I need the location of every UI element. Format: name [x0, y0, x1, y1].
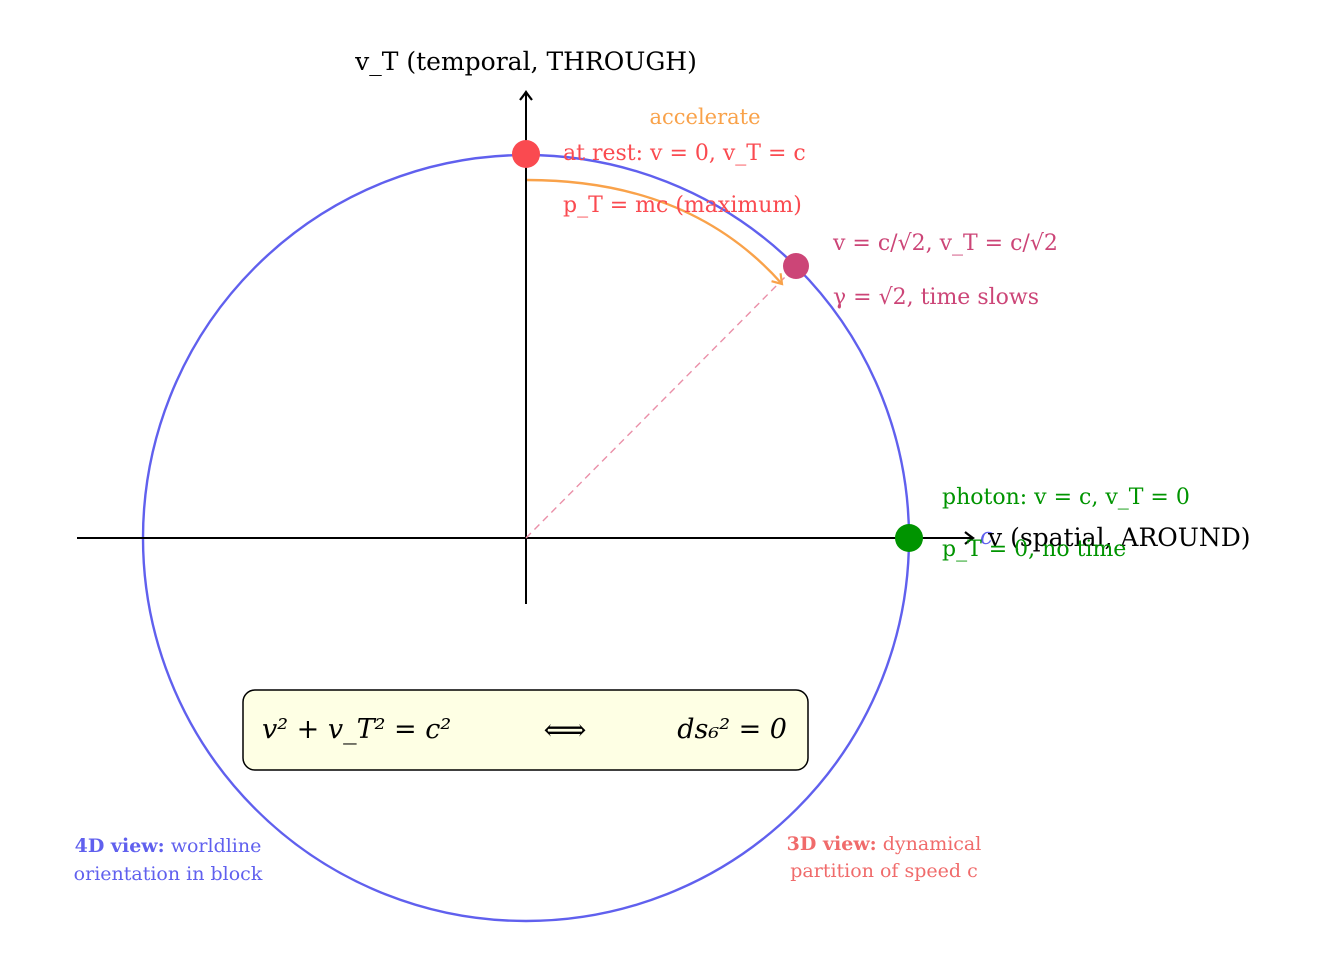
mid-point — [783, 253, 809, 279]
mid-label-line1: v = c/√2, v_T = c/√2 — [832, 231, 1058, 256]
dashed-radius — [525, 265, 797, 539]
equation-left: v² + v_T² = c² — [262, 714, 451, 745]
equation-right: ds₆² = 0 — [677, 714, 787, 745]
mid-label-line2: γ = √2, time slows — [833, 285, 1039, 310]
three-d-note-line2: partition of speed c — [790, 860, 977, 882]
vertical-axis-label: v_T (temporal, THROUGH) — [354, 47, 697, 76]
rest-point — [512, 140, 540, 168]
rest-label-line2: p_T = mc (maximum) — [563, 193, 802, 218]
accelerate-arrow — [526, 178, 784, 286]
accelerate-label: accelerate — [649, 105, 760, 129]
circle-c-label: c — [980, 524, 993, 550]
four-d-note-rest: worldline — [171, 835, 262, 857]
equation-box — [242, 689, 809, 771]
horizontal-axis-label: v (spatial, AROUND) — [987, 523, 1251, 552]
photon-point — [895, 524, 923, 552]
three-d-note-rest: dynamical — [883, 833, 982, 855]
photon-label-line1: photon: v = c, v_T = 0 — [942, 485, 1190, 510]
three-d-note-bold: 3D view: — [787, 833, 877, 855]
equation-equivalence-arrow: ⟺ — [543, 713, 586, 748]
rest-label-line1: at rest: v = 0, v_T = c — [563, 141, 806, 166]
four-d-note-line2: orientation in block — [74, 863, 263, 885]
four-d-note-line1: 4D view: worldline — [75, 835, 262, 857]
three-d-note-line1: 3D view: dynamical — [787, 833, 982, 855]
photon-label-line2: p_T = 0, no time — [942, 537, 1126, 562]
four-d-note-bold: 4D view: — [75, 835, 165, 857]
